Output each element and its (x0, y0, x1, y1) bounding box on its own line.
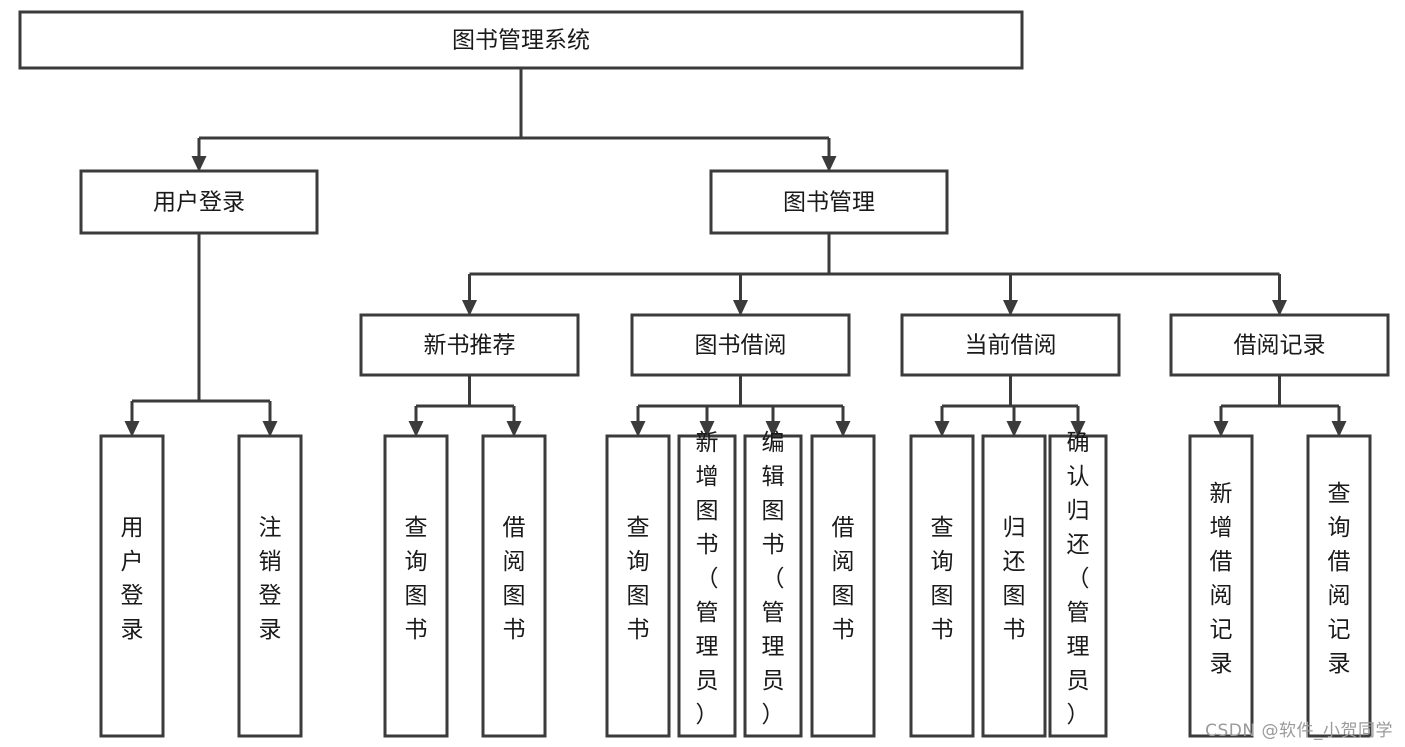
node-box-leaf-borrow-book-1 (481, 434, 547, 738)
nodes-layer: 图书管理系统用户登录图书管理新书推荐图书借阅当前借阅借阅记录用户登录注销登录查询… (18, 10, 1390, 738)
arrowhead-leaf-query-record (1331, 421, 1347, 437)
arrowhead-leaf-borrow-book-2 (835, 421, 851, 437)
node-box-records (1169, 313, 1390, 377)
node-box-leaf-query-book-2 (605, 434, 671, 738)
node-box-bookmgmt (709, 169, 949, 235)
arrowhead-leaf-query-book-1 (408, 421, 424, 437)
node-bookmgmt[interactable]: 图书管理 (709, 169, 949, 235)
node-current[interactable]: 当前借阅 (900, 313, 1121, 377)
node-leaf-add-book[interactable]: 新增图书（管理员） (677, 430, 737, 738)
arrowhead-leaf-confirm-return (1070, 421, 1086, 437)
node-label-bookmgmt: 图书管理 (783, 190, 875, 216)
node-label-leaf-query-book-2: 查询图书 (627, 515, 650, 643)
node-label-leaf-logout: 注销登录 (259, 515, 282, 643)
node-box-leaf-query-record (1306, 434, 1372, 738)
node-leaf-query-record[interactable]: 查询借阅记录 (1306, 434, 1372, 738)
node-label-leaf-add-record: 新增借阅记录 (1210, 481, 1233, 677)
arrowhead-leaf-logout (262, 421, 278, 437)
node-label-leaf-query-book-3: 查询图书 (931, 515, 954, 643)
arrowhead-leaf-add-record (1213, 421, 1229, 437)
node-leaf-borrow-book-1[interactable]: 借阅图书 (481, 434, 547, 738)
node-label-leaf-query-record: 查询借阅记录 (1328, 481, 1351, 677)
node-box-leaf-add-book (677, 434, 737, 738)
node-label-leaf-borrow-book-1: 借阅图书 (503, 515, 526, 643)
node-box-borrow (630, 313, 851, 377)
arrowhead-borrow (733, 300, 748, 316)
node-leaf-user-login[interactable]: 用户登录 (99, 434, 165, 738)
node-label-root: 图书管理系统 (452, 28, 590, 54)
arrowhead-login (191, 156, 207, 172)
node-label-leaf-edit-book: 编辑图书（管理员） (762, 430, 785, 728)
node-leaf-confirm-return[interactable]: 确认归还（管理员） (1048, 430, 1108, 738)
node-root[interactable]: 图书管理系统 (18, 10, 1024, 70)
node-box-leaf-query-book-3 (909, 434, 975, 738)
node-box-leaf-query-book-1 (383, 434, 449, 738)
node-box-current (900, 313, 1121, 377)
node-leaf-logout[interactable]: 注销登录 (237, 434, 303, 738)
arrowhead-leaf-return-book (1006, 421, 1022, 437)
node-label-leaf-confirm-return: 确认归还（管理员） (1067, 430, 1090, 728)
node-login[interactable]: 用户登录 (79, 169, 319, 235)
node-box-leaf-logout (237, 434, 303, 738)
node-box-leaf-user-login (99, 434, 165, 738)
node-label-borrow: 图书借阅 (695, 333, 787, 359)
arrowhead-leaf-query-book-2 (630, 421, 646, 437)
node-box-leaf-borrow-book-2 (810, 434, 876, 738)
node-label-leaf-user-login: 用户登录 (121, 515, 144, 643)
node-box-leaf-confirm-return (1048, 434, 1108, 738)
node-label-newbook: 新书推荐 (424, 333, 516, 359)
node-records[interactable]: 借阅记录 (1169, 313, 1390, 377)
arrowhead-leaf-query-book-3 (934, 421, 950, 437)
node-label-leaf-query-book-1: 查询图书 (405, 515, 428, 643)
node-label-leaf-return-book: 归还图书 (1003, 515, 1026, 643)
arrowhead-leaf-add-book (699, 421, 715, 437)
node-label-leaf-add-book: 新增图书（管理员） (696, 430, 719, 728)
arrowhead-leaf-user-login (124, 421, 140, 437)
arrowhead-newbook (462, 300, 477, 316)
node-label-records: 借阅记录 (1234, 333, 1326, 359)
arrowhead-bookmgmt (821, 156, 837, 172)
arrowhead-leaf-edit-book (765, 421, 781, 437)
node-borrow[interactable]: 图书借阅 (630, 313, 851, 377)
node-box-root (18, 10, 1024, 70)
arrowhead-leaf-borrow-book-1 (506, 421, 522, 437)
node-box-newbook (359, 313, 580, 377)
node-leaf-query-book-2[interactable]: 查询图书 (605, 434, 671, 738)
node-leaf-borrow-book-2[interactable]: 借阅图书 (810, 434, 876, 738)
node-label-leaf-borrow-book-2: 借阅图书 (832, 515, 855, 643)
node-leaf-query-book-1[interactable]: 查询图书 (383, 434, 449, 738)
node-leaf-add-record[interactable]: 新增借阅记录 (1188, 434, 1254, 738)
arrowhead-current (1003, 300, 1018, 316)
node-box-login (79, 169, 319, 235)
node-label-current: 当前借阅 (965, 333, 1057, 359)
node-label-login: 用户登录 (153, 190, 245, 216)
node-box-leaf-edit-book (743, 434, 803, 738)
node-leaf-query-book-3[interactable]: 查询图书 (909, 434, 975, 738)
node-box-leaf-return-book (981, 434, 1047, 738)
connectors-layer (124, 68, 1347, 437)
node-box-leaf-add-record (1188, 434, 1254, 738)
node-newbook[interactable]: 新书推荐 (359, 313, 580, 377)
arrowhead-records (1272, 300, 1287, 316)
node-leaf-return-book[interactable]: 归还图书 (981, 434, 1047, 738)
node-leaf-edit-book[interactable]: 编辑图书（管理员） (743, 430, 803, 738)
